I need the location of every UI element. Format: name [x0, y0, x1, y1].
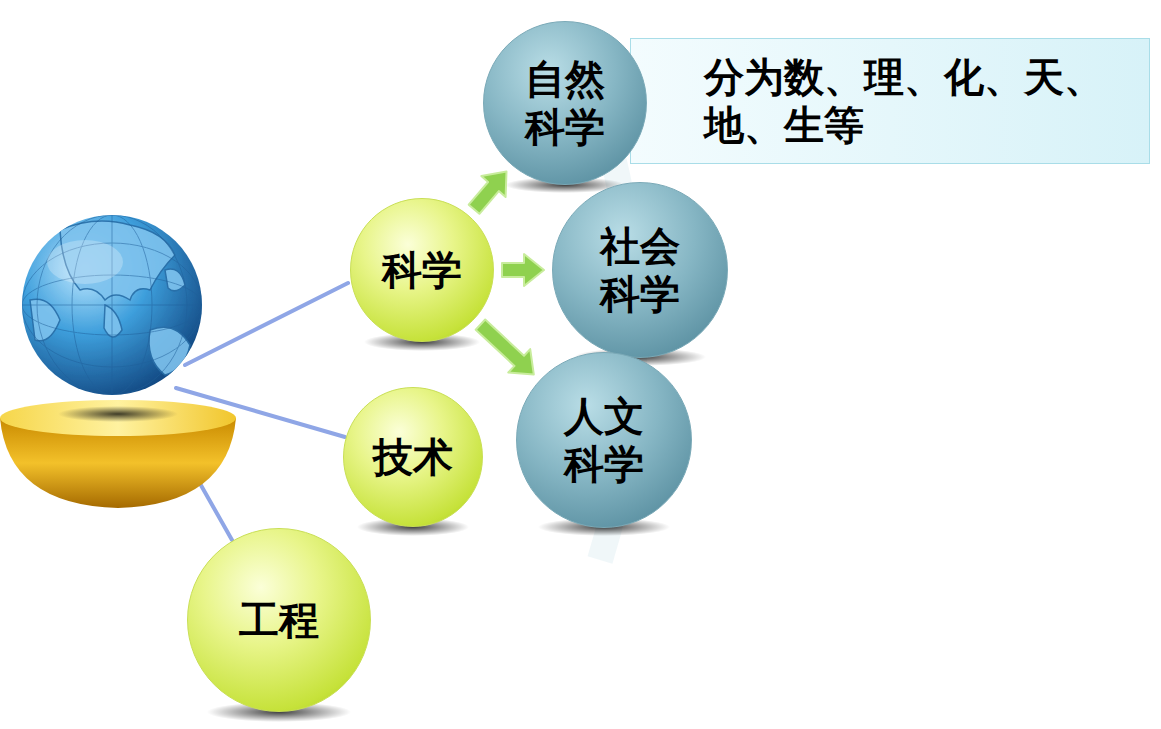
natural-science-circle: 自然 科学 — [483, 21, 647, 185]
globe-shadow — [58, 406, 178, 422]
node-label: 社会 科学 — [581, 222, 700, 318]
node-label: 自然 科学 — [510, 55, 621, 151]
bowl-rim — [0, 400, 236, 436]
node-label: 人文 科学 — [545, 392, 664, 488]
science-circle: 科学 — [350, 198, 494, 342]
block-arrow — [476, 320, 534, 375]
node-label: 工程 — [217, 596, 341, 644]
humanities-circle: 人文 科学 — [516, 352, 692, 528]
globe — [22, 215, 202, 395]
social-science-circle: 社会 科学 — [552, 182, 728, 358]
block-arrow — [502, 254, 544, 286]
callout-box: 分为数、理、化、天、 地、生等 — [630, 38, 1150, 164]
engineering-circle: 工程 — [187, 528, 371, 712]
callout-text: 分为数、理、化、天、 地、生等 — [704, 53, 1129, 149]
block-arrow — [469, 171, 507, 213]
node-label: 科学 — [374, 246, 471, 294]
node-label: 技术 — [366, 433, 461, 481]
technology-circle: 技术 — [343, 387, 483, 527]
circle-shadow — [207, 177, 706, 722]
